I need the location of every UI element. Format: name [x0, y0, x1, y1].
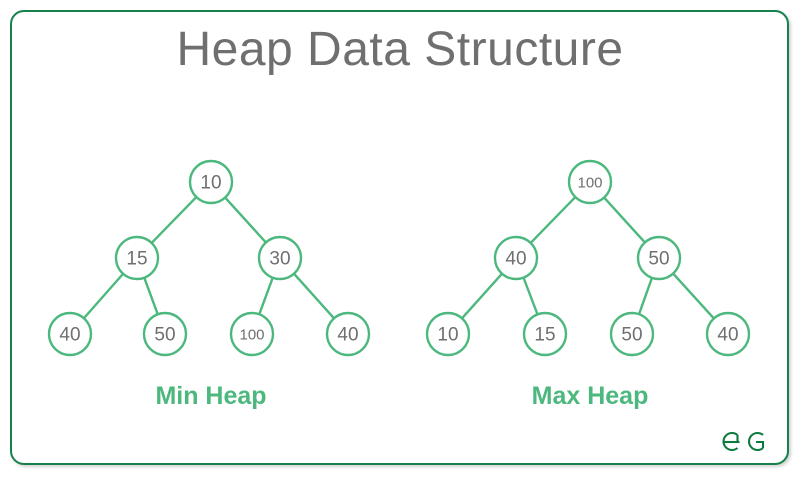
page-title: Heap Data Structure [176, 23, 624, 76]
max-heap-label: Max Heap [531, 382, 649, 410]
geeksforgeeks-logo [722, 432, 765, 451]
content-frame [10, 10, 789, 465]
min-heap-label: Min Heap [155, 382, 267, 410]
